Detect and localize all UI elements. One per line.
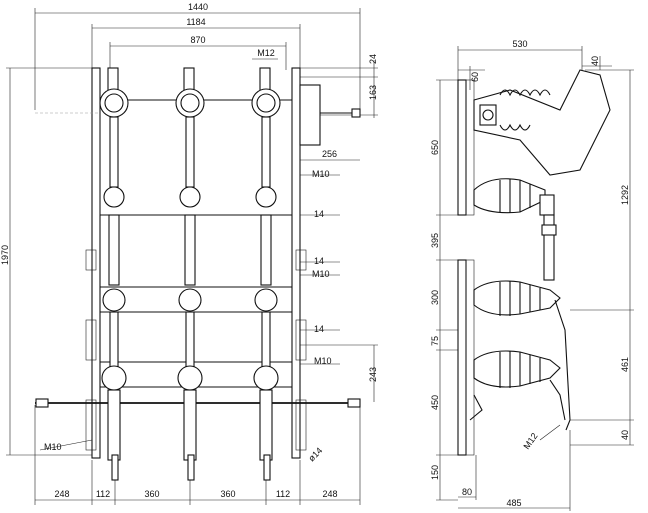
side-mid-insulator xyxy=(473,178,555,216)
top-operating-shaft xyxy=(35,84,361,146)
left-dimension-lines xyxy=(6,67,93,456)
dim-m10-a: M10 xyxy=(312,169,330,179)
side-view: 530 40 60 650 395 300 75 450 150 1292 46… xyxy=(430,39,634,511)
side-lower-mid-insulator xyxy=(473,280,561,316)
side-dim-395: 395 xyxy=(430,233,440,248)
dim-360-left: 360 xyxy=(144,489,159,499)
side-dim-75: 75 xyxy=(430,336,440,346)
side-connection-rod xyxy=(541,214,557,281)
dim-m12-top: M12 xyxy=(257,48,275,58)
dim-248-left: 248 xyxy=(54,489,69,499)
dim-m10-b: M10 xyxy=(312,269,330,279)
side-dim-461: 461 xyxy=(620,357,630,372)
dim-248-right: 248 xyxy=(322,489,337,499)
side-dim-650: 650 xyxy=(430,140,440,155)
dim-m10-c: M10 xyxy=(314,356,332,366)
top-dimension-lines xyxy=(34,8,361,110)
dim-360-right: 360 xyxy=(220,489,235,499)
side-upper-insulator xyxy=(473,69,611,176)
dim-243: 243 xyxy=(368,367,378,382)
side-dim-450: 450 xyxy=(430,395,440,410)
side-dim-60: 60 xyxy=(470,72,480,82)
right-dimension-lines xyxy=(300,60,378,402)
dim-14-c: 14 xyxy=(314,324,324,334)
side-bolt-m12: M12 xyxy=(521,431,539,451)
side-dim-485: 485 xyxy=(506,498,521,508)
dim-14-b: 14 xyxy=(314,256,324,266)
dim-24: 24 xyxy=(368,54,378,64)
pole-1 xyxy=(99,67,129,481)
dim-m10-left: M10 xyxy=(44,442,62,452)
side-dim-40-bottom: 40 xyxy=(620,430,630,440)
dim-1970: 1970 xyxy=(0,245,10,265)
dim-163: 163 xyxy=(368,85,378,100)
side-mounting-plate xyxy=(457,79,475,456)
pole-2 xyxy=(175,67,205,481)
side-dim-40-top: 40 xyxy=(590,56,600,66)
side-dim-80: 80 xyxy=(462,487,472,497)
dim-112-left: 112 xyxy=(96,489,110,499)
dim-870: 870 xyxy=(190,35,205,45)
side-dim-1292: 1292 xyxy=(620,185,630,205)
dim-14-a: 14 xyxy=(314,209,324,219)
side-dim-530: 530 xyxy=(512,39,527,49)
side-bottom-insulator xyxy=(469,299,571,431)
dim-256: 256 xyxy=(322,149,337,159)
dim-112-right: 112 xyxy=(276,489,290,499)
dim-1440: 1440 xyxy=(188,2,208,12)
side-dim-150: 150 xyxy=(430,465,440,480)
bottom-earthing-shaft xyxy=(35,398,361,408)
side-dim-300: 300 xyxy=(430,290,440,305)
side-dimension-lines xyxy=(436,46,634,511)
dim-diameter-14: ø14 xyxy=(306,445,324,463)
front-view: 1440 1184 870 M12 24 163 256 M10 14 14 M… xyxy=(0,2,378,505)
pole-3 xyxy=(251,67,281,481)
dim-1184: 1184 xyxy=(186,17,205,27)
